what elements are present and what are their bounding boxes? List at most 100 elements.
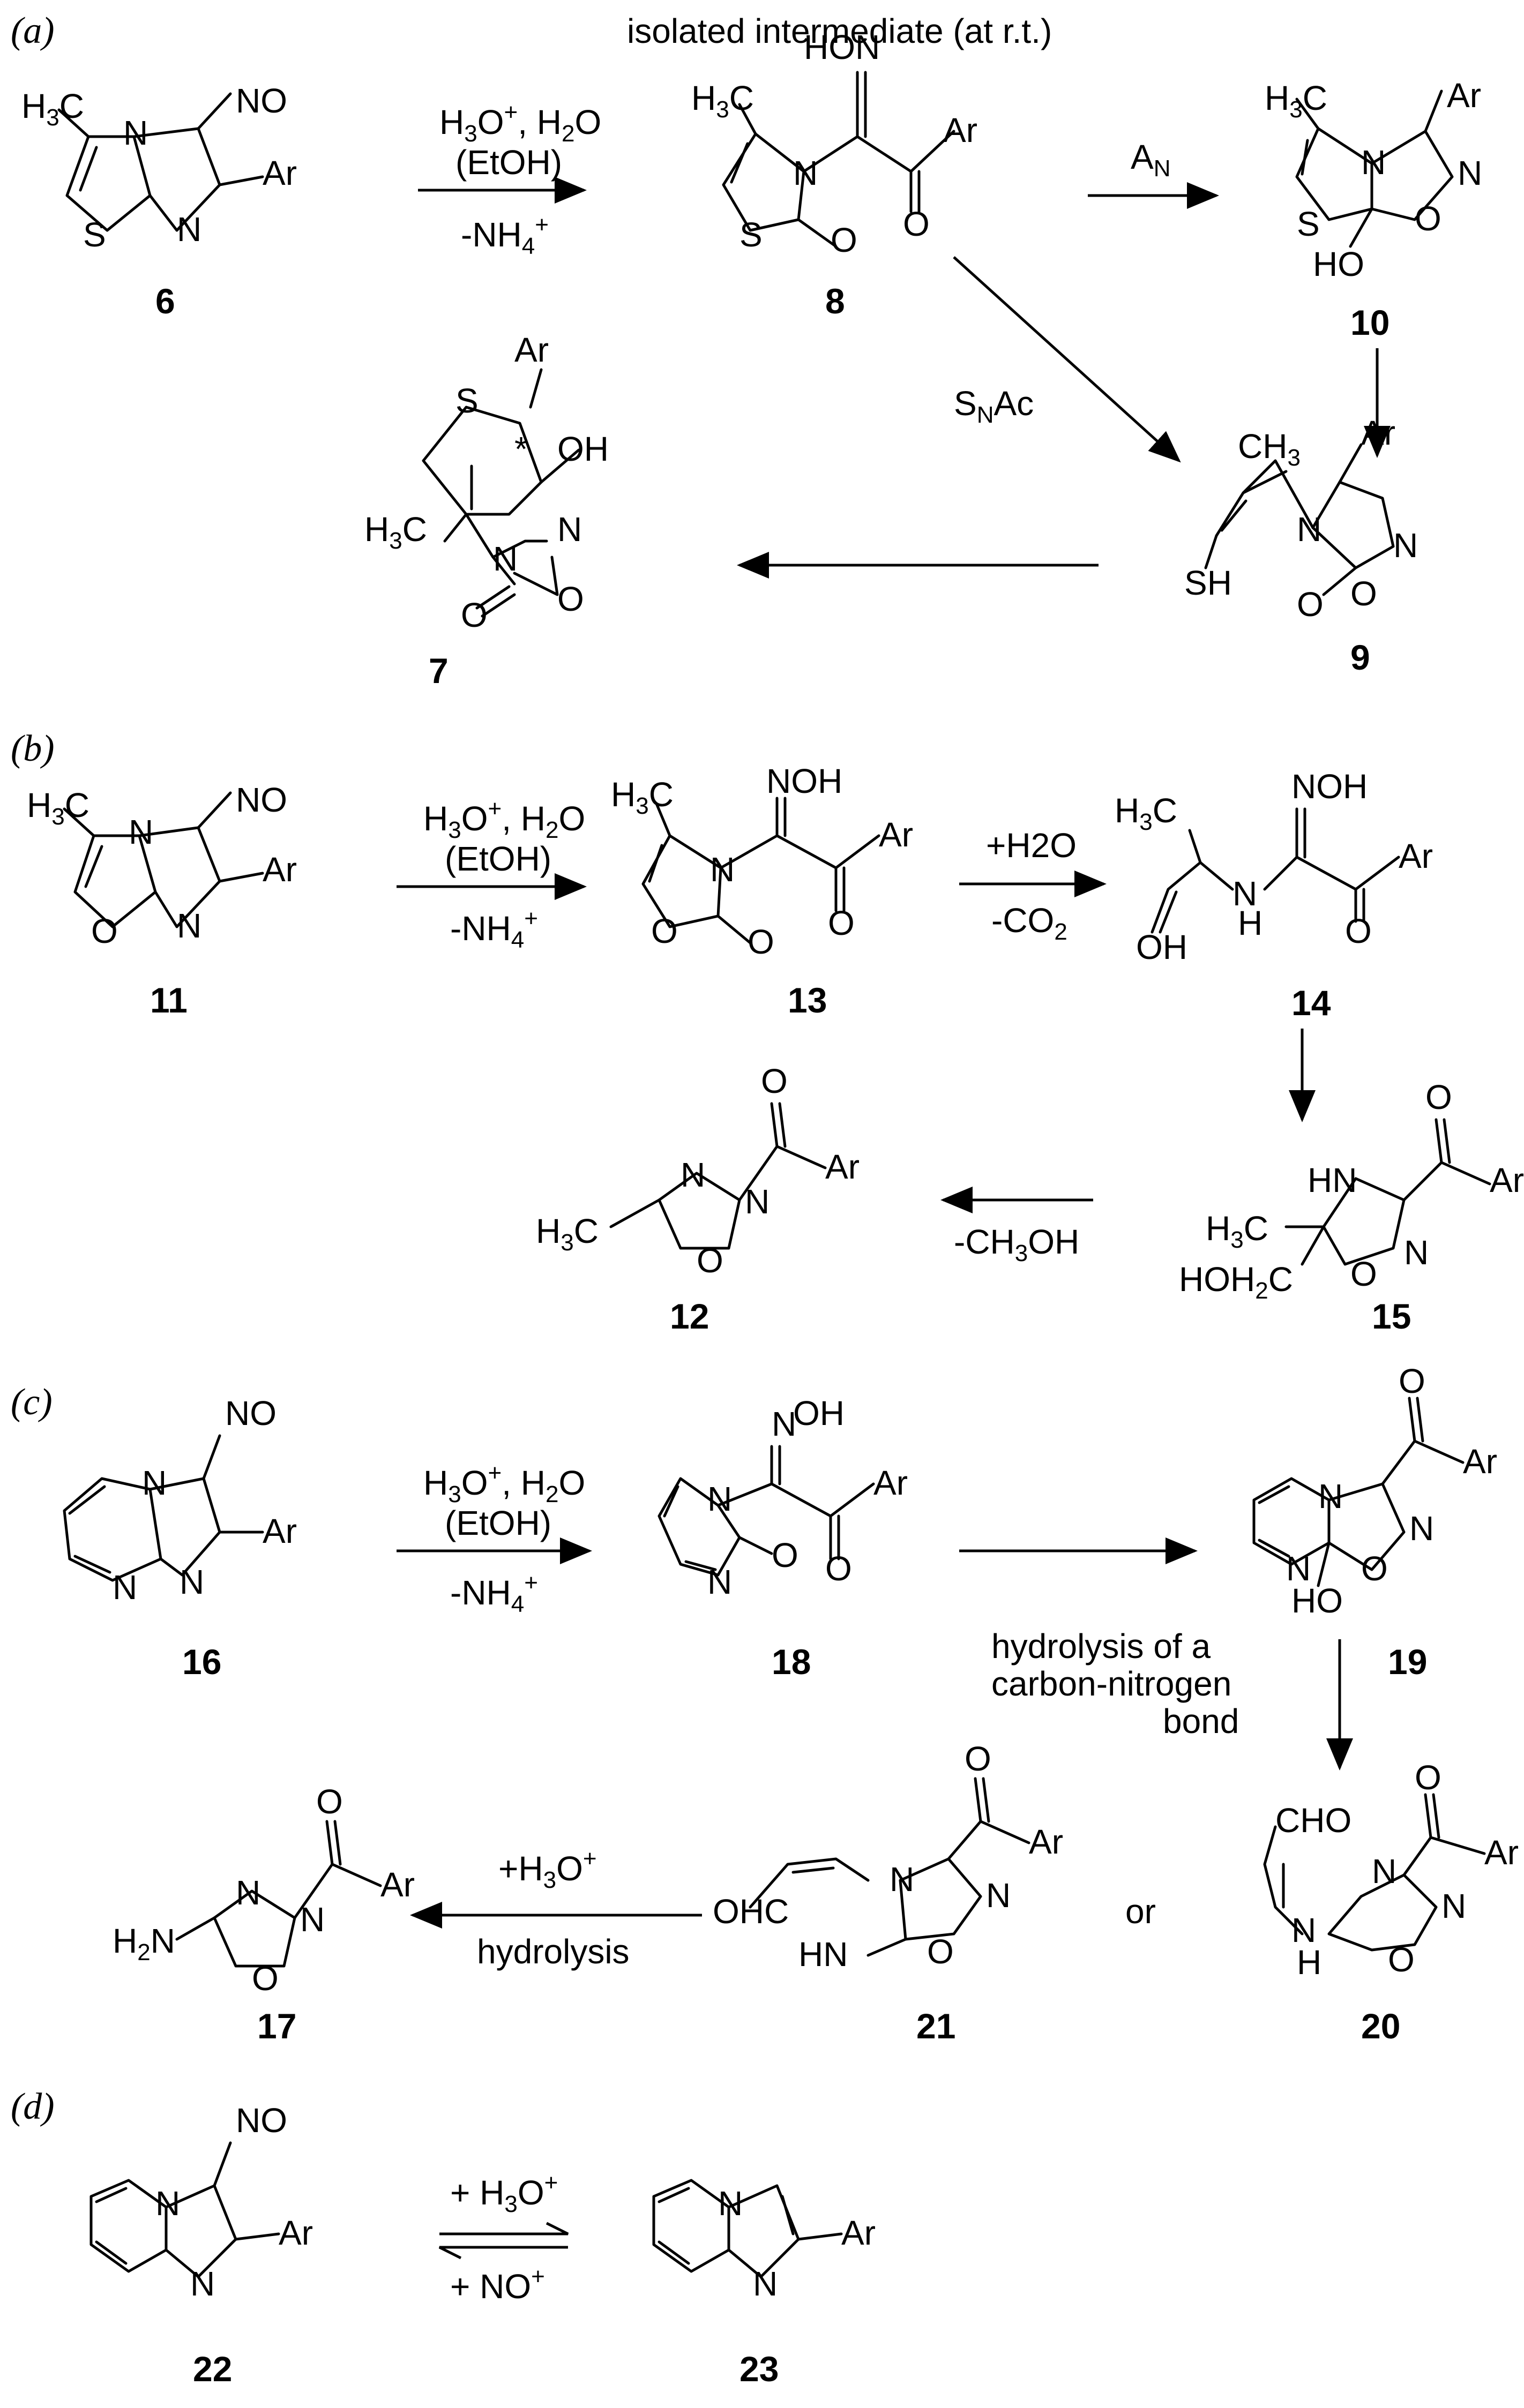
svg-text:O: O [772,1536,798,1574]
svg-text:NOH: NOH [1291,767,1368,806]
svg-text:Ar: Ar [380,1865,415,1904]
cond-c-hydrolysis: hydrolysis [477,1932,630,1971]
svg-text:N: N [890,1860,914,1899]
compound-label-20: 20 [1361,2006,1400,2046]
svg-text:O: O [252,1959,279,1998]
svg-text:Ar: Ar [1490,1161,1524,1199]
svg-text:N: N [123,114,148,152]
svg-text:H3C: H3C [1115,791,1177,835]
svg-text:N: N [557,510,582,549]
svg-text:Ar: Ar [263,850,297,889]
svg-text:N: N [681,1156,705,1194]
compound-label-8: 8 [825,281,845,321]
cond-c-acid-bottom: -NH4+ [450,1570,538,1617]
svg-text:S: S [1297,205,1320,243]
structure-16: N N N NO Ar [63,1394,297,1607]
svg-text:O: O [1345,912,1372,950]
svg-text:N: N [129,813,153,851]
structure-7: H3C S * OH Ar N N O O [364,331,609,634]
svg-text:N: N [1393,526,1418,565]
svg-text:Ar: Ar [1484,1833,1519,1872]
svg-text:N: N [177,906,201,945]
svg-text:H: H [1238,904,1262,942]
svg-text:OH: OH [557,430,609,468]
svg-text:OHC: OHC [713,1892,789,1931]
section-label-d: (d) [11,2086,55,2127]
svg-text:N: N [180,1563,204,1601]
svg-text:Ar: Ar [1399,837,1433,875]
svg-text:N: N [142,1464,167,1502]
compound-label-18: 18 [772,1642,811,1682]
svg-text:H3C: H3C [21,87,84,131]
cond-a-acid-top: H3O+, H2O [439,99,601,147]
svg-text:N: N [1291,1911,1316,1949]
svg-text:Ar: Ar [825,1147,860,1186]
svg-text:Ar: Ar [879,815,913,854]
svg-text:Ar: Ar [279,2214,313,2252]
svg-text:N: N [1297,510,1321,549]
structure-18: N N O N OH O Ar [658,1394,908,1601]
svg-text:NO: NO [236,2101,287,2140]
svg-text:O: O [761,1062,788,1100]
svg-text:NO: NO [225,1394,277,1432]
svg-text:N: N [710,850,735,889]
cond-a-acid-mid: (EtOH) [455,143,562,182]
svg-text:NO: NO [236,81,287,120]
cond-b-acid-top: H3O+, H2O [423,796,585,843]
svg-text:H3C: H3C [364,510,427,554]
compound-label-23: 23 [739,2349,779,2389]
compound-label-15: 15 [1372,1296,1411,1336]
svg-text:N: N [113,1568,137,1607]
svg-text:O: O [1388,1940,1415,1979]
svg-text:O: O [1361,1549,1388,1588]
svg-text:O: O [91,912,118,950]
structure-19: N N N O HO O Ar [1252,1362,1497,1620]
structure-12: N N O H3C O Ar [536,1062,860,1280]
svg-text:N: N [190,2264,215,2303]
compound-label-14: 14 [1291,983,1331,1023]
svg-text:O: O [1425,1078,1452,1116]
svg-text:N: N [236,1873,260,1912]
svg-text:H2N: H2N [113,1922,175,1966]
svg-text:N: N [1441,1887,1466,1925]
svg-text:S: S [739,215,763,254]
cond-a-an: AN [1131,138,1170,182]
svg-text:O: O [651,912,678,950]
structure-23: N N Ar [652,2179,876,2303]
svg-text:Ar: Ar [873,1464,908,1502]
cond-b-acid-mid: (EtOH) [445,839,551,878]
svg-text:N: N [1404,1233,1429,1272]
svg-text:N: N [772,1405,796,1443]
svg-text:N: N [1372,1852,1396,1891]
svg-text:N: N [793,154,818,192]
svg-text:H3C: H3C [27,786,89,830]
svg-text:N: N [745,1182,770,1221]
svg-text:H: H [1297,1943,1321,1982]
structure-8: H3C HON N S O O Ar [691,28,977,259]
structure-10: H3C N N O S HO Ar [1265,76,1482,283]
svg-text:Ar: Ar [514,331,549,369]
svg-text:N: N [155,2184,180,2223]
structure-11: H3C N N O NO Ar [27,781,297,950]
compound-label-22: 22 [193,2349,232,2389]
cond-b-meoh: -CH3OH [954,1222,1079,1266]
compound-label-7: 7 [429,651,449,691]
svg-text:CHO: CHO [1275,1801,1351,1840]
structure-20: CHO N H N N O O Ar [1263,1758,1519,1982]
cond-c-hydro-1: hydrolysis of a [991,1627,1211,1666]
svg-text:O: O [903,205,930,243]
svg-text:O: O [927,1932,954,1971]
cond-c-acid-mid: (EtOH) [445,1504,551,1542]
svg-text:*: * [514,430,528,468]
compound-label-21: 21 [916,2006,955,2046]
svg-text:N: N [1361,143,1386,182]
svg-text:N: N [1458,154,1482,192]
svg-text:O: O [825,1549,852,1588]
section-label-b: (b) [11,728,55,769]
compound-label-13: 13 [788,980,827,1020]
svg-text:O: O [965,1739,991,1778]
svg-text:N: N [986,1876,1011,1915]
svg-text:O: O [1415,1758,1441,1797]
svg-text:N: N [493,539,518,578]
svg-text:N: N [753,2264,778,2303]
